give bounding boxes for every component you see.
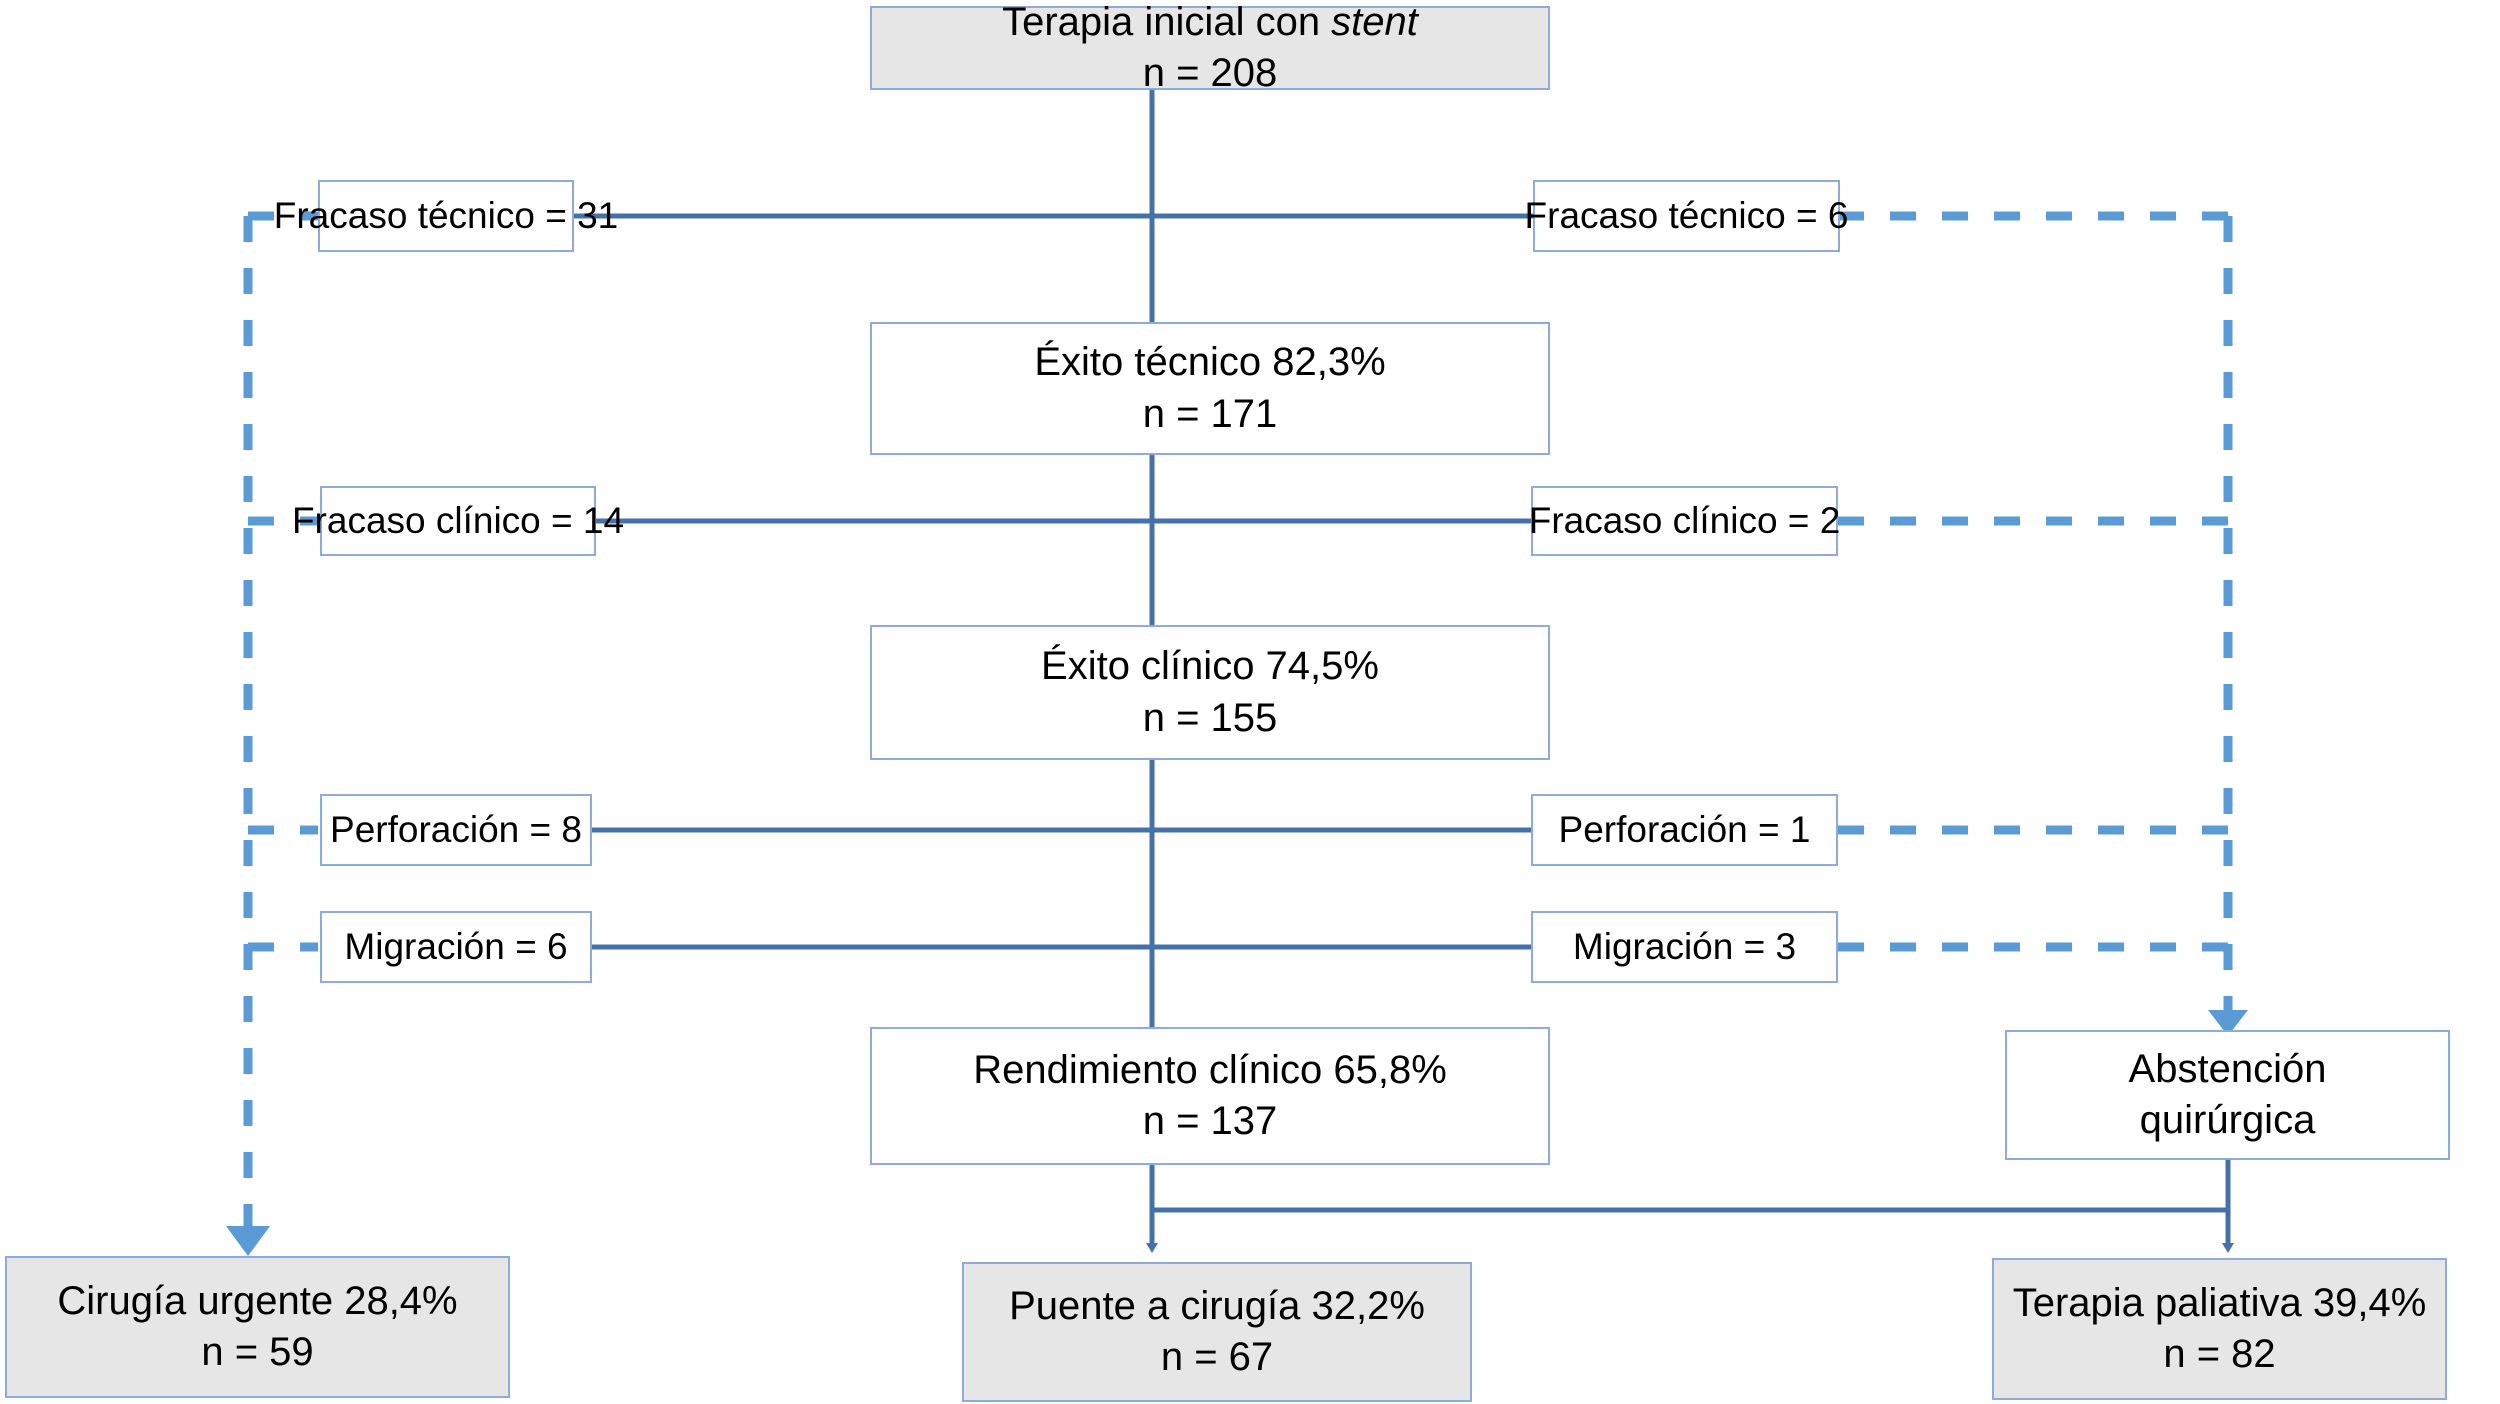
left-dashed-collector	[243, 211, 318, 1240]
node-surgical-abstention-line2: quirúrgica	[2139, 1098, 2316, 1142]
node-clinical-success-line1: Éxito clínico 74,5%	[1041, 644, 1379, 689]
node-surgical-abstention: Abstención quirúrgica	[2005, 1030, 2450, 1160]
node-technical-success-line1: Éxito técnico 82,3%	[1034, 340, 1386, 385]
node-clinical-performance: Rendimiento clínico 65,8% n = 137	[870, 1027, 1550, 1165]
node-urgent-surgery: Cirugía urgente 28,4% n = 59	[5, 1256, 510, 1398]
right-dashed-collector	[1838, 211, 2233, 1016]
node-urgent-surgery-line1: Cirugía urgente 28,4%	[57, 1278, 458, 1323]
node-perforation-right-label: Perforación = 1	[1558, 809, 1811, 851]
node-bridge-to-surgery-line2: n = 67	[1160, 1335, 1274, 1379]
node-bridge-to-surgery: Puente a cirugía 32,2% n = 67	[962, 1262, 1472, 1402]
node-migration-right: Migración = 3	[1531, 911, 1838, 983]
node-clinical-success-line2: n = 155	[1142, 695, 1278, 740]
node-migration-left: Migración = 6	[320, 911, 592, 983]
node-perforation-right: Perforación = 1	[1531, 794, 1838, 866]
node-surgical-abstention-line1: Abstención	[2128, 1046, 2327, 1091]
node-clinical-performance-line1: Rendimiento clínico 65,8%	[973, 1047, 1447, 1092]
node-perforation-left: Perforación = 8	[320, 794, 592, 866]
node-technical-failure-right-label: Fracaso técnico = 6	[1524, 195, 1849, 237]
node-bridge-to-surgery-line1: Puente a cirugía 32,2%	[1009, 1283, 1425, 1328]
node-migration-right-label: Migración = 3	[1572, 926, 1797, 968]
node-technical-success-line2: n = 171	[1142, 391, 1278, 436]
bottom-distribution-bar	[1146, 1160, 2234, 1253]
node-palliative-therapy-line2: n = 82	[2163, 1332, 2276, 1376]
node-urgent-surgery-line2: n = 59	[201, 1330, 314, 1374]
node-technical-failure-left-label: Fracaso técnico = 31	[273, 195, 619, 237]
node-initial-therapy-line1: Terapia inicial con stent	[1002, 0, 1418, 44]
node-clinical-failure-left: Fracaso clínico = 14	[292, 486, 624, 556]
node-clinical-performance-line2: n = 137	[1142, 1099, 1278, 1143]
node-technical-failure-left: Fracaso técnico = 31	[274, 180, 618, 252]
node-initial-therapy-line2: n = 208	[1142, 51, 1278, 95]
node-clinical-failure-right-label: Fracaso clínico = 2	[1528, 500, 1841, 542]
node-migration-left-label: Migración = 6	[344, 926, 568, 968]
node-clinical-failure-right: Fracaso clínico = 2	[1528, 486, 1841, 556]
node-palliative-therapy-line1: Terapia paliativa 39,4%	[2012, 1280, 2427, 1325]
left-dashed-arrowhead	[226, 1226, 270, 1256]
node-technical-failure-right: Fracaso técnico = 6	[1525, 180, 1848, 252]
node-clinical-success: Éxito clínico 74,5% n = 155	[870, 625, 1550, 760]
node-initial-therapy: Terapia inicial con stent n = 208	[870, 0, 1550, 95]
node-perforation-left-label: Perforación = 8	[330, 809, 582, 851]
node-palliative-therapy: Terapia paliativa 39,4% n = 82	[1992, 1258, 2447, 1400]
node-technical-success: Éxito técnico 82,3% n = 171	[870, 322, 1550, 455]
node-clinical-failure-left-label: Fracaso clínico = 14	[291, 500, 625, 542]
